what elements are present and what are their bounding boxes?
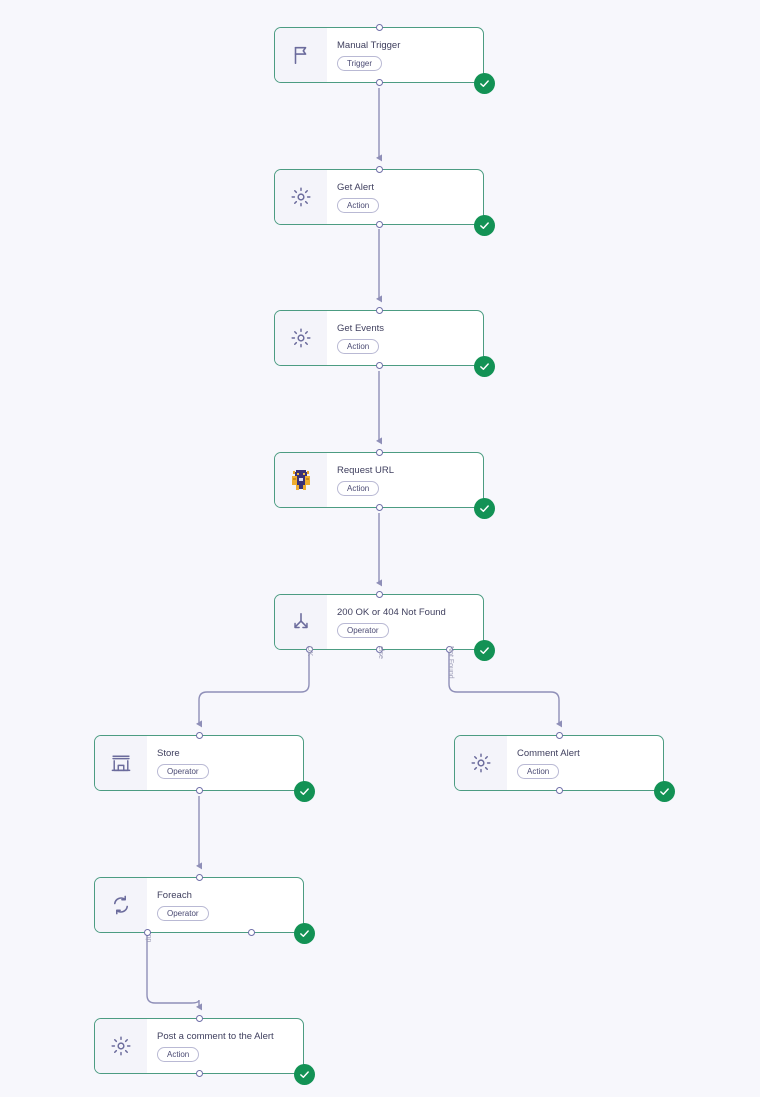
port-out-not-found[interactable] bbox=[446, 646, 453, 653]
node-request-url[interactable]: Request URL Action bbox=[274, 449, 495, 519]
node-kind-badge: Trigger bbox=[337, 56, 383, 72]
port-out-else[interactable] bbox=[376, 646, 383, 653]
node-kind-badge: Action bbox=[337, 481, 380, 497]
edge-foreach-loop-to-post-comment bbox=[146, 929, 202, 1011]
status-badge-success bbox=[294, 923, 315, 944]
store-icon bbox=[95, 736, 147, 790]
node-title: Get Alert bbox=[337, 182, 374, 193]
gear-icon bbox=[95, 1019, 147, 1073]
flag-icon bbox=[275, 28, 327, 82]
node-branch-200-404[interactable]: 200 OK or 404 Not Found Operator bbox=[274, 591, 495, 661]
port-out[interactable] bbox=[196, 787, 203, 794]
node-get-events[interactable]: Get Events Action bbox=[274, 307, 495, 377]
node-get-alert[interactable]: Get Alert Action bbox=[274, 166, 495, 236]
port-in[interactable] bbox=[376, 166, 383, 173]
port-out[interactable] bbox=[196, 1070, 203, 1077]
node-foreach[interactable]: Foreach Operator bbox=[94, 874, 315, 944]
port-out-ok[interactable] bbox=[306, 646, 313, 653]
node-title: Manual Trigger bbox=[337, 40, 401, 51]
loop-icon bbox=[95, 878, 147, 932]
port-in[interactable] bbox=[196, 1015, 203, 1022]
port-out-done[interactable] bbox=[248, 929, 255, 936]
node-kind-badge: Action bbox=[157, 1047, 200, 1063]
port-out[interactable] bbox=[376, 221, 383, 228]
status-badge-success bbox=[474, 215, 495, 236]
edge-label-ok: OK bbox=[306, 646, 313, 657]
gear-icon bbox=[275, 170, 327, 224]
status-badge-success bbox=[474, 73, 495, 94]
status-badge-success bbox=[474, 356, 495, 377]
status-badge-success bbox=[474, 640, 495, 661]
mascot-icon bbox=[275, 453, 327, 507]
node-kind-badge: Action bbox=[337, 198, 380, 214]
port-in[interactable] bbox=[376, 449, 383, 456]
node-title: Foreach bbox=[157, 890, 192, 901]
node-kind-badge: Operator bbox=[157, 906, 209, 922]
status-badge-success bbox=[474, 498, 495, 519]
gear-icon bbox=[455, 736, 507, 790]
port-in[interactable] bbox=[376, 307, 383, 314]
port-in[interactable] bbox=[196, 874, 203, 881]
node-title: 200 OK or 404 Not Found bbox=[337, 607, 446, 618]
mascot-pixel-art bbox=[290, 469, 312, 491]
port-out[interactable] bbox=[376, 79, 383, 86]
node-title: Request URL bbox=[337, 465, 395, 476]
port-out[interactable] bbox=[556, 787, 563, 794]
port-in[interactable] bbox=[196, 732, 203, 739]
node-comment-alert[interactable]: Comment Alert Action bbox=[454, 732, 675, 802]
status-badge-success bbox=[294, 1064, 315, 1085]
node-post-comment[interactable]: Post a comment to the Alert Action bbox=[94, 1015, 315, 1085]
node-title: Comment Alert bbox=[517, 748, 580, 759]
node-store[interactable]: Store Operator bbox=[94, 732, 315, 802]
node-title: Store bbox=[157, 748, 180, 759]
node-title: Post a comment to the Alert bbox=[157, 1031, 274, 1042]
node-title: Get Events bbox=[337, 323, 384, 334]
gear-icon bbox=[275, 311, 327, 365]
edge-not-found-to-comment-alert bbox=[448, 646, 562, 728]
status-badge-success bbox=[294, 781, 315, 802]
port-in[interactable] bbox=[376, 24, 383, 31]
port-out[interactable] bbox=[376, 504, 383, 511]
status-badge-success bbox=[654, 781, 675, 802]
port-out-loop[interactable] bbox=[144, 929, 151, 936]
node-kind-badge: Action bbox=[337, 339, 380, 355]
port-out[interactable] bbox=[376, 362, 383, 369]
edge-label-not-found: Not Found bbox=[447, 646, 454, 679]
branch-icon bbox=[275, 595, 327, 649]
port-in[interactable] bbox=[556, 732, 563, 739]
node-kind-badge: Action bbox=[517, 764, 560, 780]
port-in[interactable] bbox=[376, 591, 383, 598]
node-manual-trigger[interactable]: Manual Trigger Trigger bbox=[274, 24, 495, 94]
edge-label-else: else bbox=[377, 646, 384, 659]
node-kind-badge: Operator bbox=[157, 764, 209, 780]
node-kind-badge: Operator bbox=[337, 623, 389, 639]
edge-ok-to-store bbox=[195, 646, 310, 728]
